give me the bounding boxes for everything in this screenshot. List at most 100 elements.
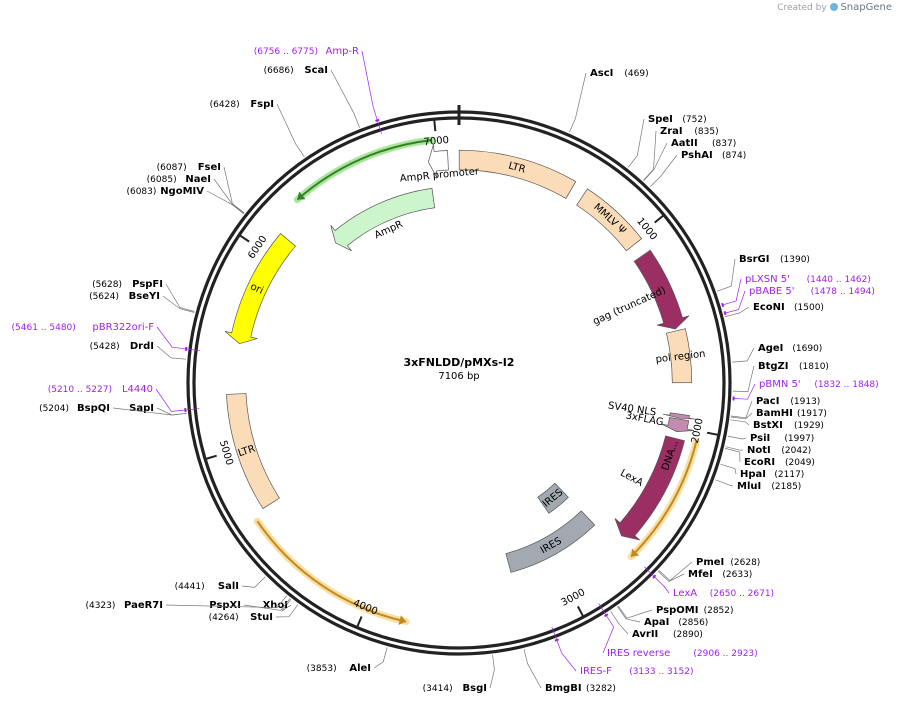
leader-line — [569, 72, 587, 133]
enzyme-site-asci[interactable]: AscI(469) — [569, 68, 649, 133]
enzyme-position: (2185) — [771, 482, 801, 492]
enzyme-site-econi[interactable]: EcoNI(1500) — [724, 302, 824, 318]
leader-line — [644, 566, 670, 594]
enzyme-position: (2049) — [785, 458, 815, 468]
enzyme-site-alei[interactable]: AleI(3853) — [307, 647, 388, 674]
primer-ires-f[interactable]: IRES-F(3133 .. 3152) — [551, 626, 694, 677]
feature-ampr[interactable]: AmpR — [330, 187, 436, 252]
enzyme-position: (752) — [682, 115, 706, 125]
enzyme-site-drdi[interactable]: DrdI(5428) — [90, 341, 187, 360]
enzyme-name: ScaI — [304, 65, 328, 76]
feature-ori-label: ori — [248, 281, 264, 296]
orf-bottom-arrowhead — [398, 615, 407, 625]
enzyme-site-aatii[interactable]: AatII (837) — [643, 138, 736, 181]
leader-line — [723, 290, 746, 314]
enzyme-position: (874) — [722, 151, 746, 161]
enzyme-site-xhoi[interactable]: XhoI — [263, 599, 292, 612]
enzyme-site-noti[interactable]: NotI(2042) — [725, 445, 812, 456]
leader-line — [617, 606, 641, 623]
enzyme-site-pmei[interactable]: PmeI(2628) — [658, 557, 760, 582]
enzyme-site-avrii[interactable]: AvrII(2890) — [610, 611, 703, 640]
feature-pol-region[interactable]: pol region — [655, 328, 706, 384]
enzyme-position: (6083) — [126, 187, 156, 197]
feature-ltr-right[interactable]: LTR — [226, 393, 280, 510]
tick-label-2000: 2000 — [690, 417, 706, 444]
enzyme-site-spei[interactable]: SpeI(752) — [627, 114, 707, 168]
enzyme-site-fspi[interactable]: FspI(6428) — [210, 99, 305, 157]
tick-label-4000: 4000 — [351, 598, 379, 618]
enzyme-position: (1810) — [799, 362, 829, 372]
enzyme-site-mfei[interactable]: MfeI(2633) — [657, 569, 752, 582]
primer-ires-reverse[interactable]: IRES reverse(2906 .. 2923) — [598, 603, 758, 659]
feature-gag-truncated[interactable]: gag (truncated) — [591, 249, 690, 330]
enzyme-site-btgzi[interactable]: BtgZI(1810) — [732, 361, 829, 392]
label-layer: AscI(469)SpeI(752)ZraI(835)AatII (837)Psh… — [12, 46, 879, 694]
enzyme-site-pspfi[interactable]: PspFI(5628) — [92, 279, 195, 312]
primer-pbr322ori-f[interactable]: pBR322ori-F(5461 .. 5480) — [12, 322, 201, 352]
enzyme-site-scai[interactable]: ScaI(6686) — [264, 65, 360, 128]
enzyme-position: (1929) — [794, 421, 824, 431]
feature-ori[interactable]: ori — [224, 233, 296, 345]
enzyme-site-zrai[interactable]: ZraI(835) — [643, 126, 719, 181]
leader-line — [727, 435, 747, 440]
enzyme-site-fsei[interactable]: FseI(6087) — [157, 162, 245, 214]
primer-amp-r[interactable]: Amp-R(6756 .. 6775) — [254, 46, 382, 134]
feature-ires-inner[interactable]: IRES — [537, 482, 569, 514]
primer-pbabe-5[interactable]: pBABE 5'(1478 .. 1494) — [723, 286, 875, 316]
enzyme-site-hpai[interactable]: HpaI(2117) — [720, 463, 805, 480]
enzyme-site-psii[interactable]: PsiI(1997) — [727, 433, 815, 444]
backbone-outer-ring — [186, 110, 732, 656]
feature-ltr-shape — [458, 149, 577, 199]
enzyme-name: AatII — [671, 138, 698, 149]
primer-pbmn-5[interactable]: pBMN 5'(1832 .. 1848) — [732, 379, 879, 401]
enzyme-site-bmgbi[interactable]: BmgBI(3282) — [523, 649, 616, 694]
enzyme-site-stui[interactable]: StuI(4264) — [209, 604, 299, 623]
leader-line — [732, 365, 755, 392]
enzyme-site-sali[interactable]: SalI(4441) — [175, 576, 266, 592]
enzyme-site-naei[interactable]: NaeI(6085) — [147, 174, 245, 214]
leader-line — [617, 605, 653, 619]
enzyme-position: (2852) — [704, 606, 734, 616]
enzyme-site-agei[interactable]: AgeI(1690) — [732, 343, 822, 363]
enzyme-name: SapI — [129, 403, 154, 414]
enzyme-position: (469) — [624, 69, 648, 79]
primer-name: pBMN 5' — [759, 379, 801, 390]
feature-ltr[interactable]: LTR — [458, 149, 577, 199]
enzyme-site-ngomiv[interactable]: NgoMIV (6083) — [126, 186, 244, 214]
primer-l4440[interactable]: L4440(5210 .. 5227) — [48, 384, 200, 413]
enzyme-site-paer7i[interactable]: PaeR7I(4323) — [85, 595, 287, 611]
enzyme-site-bseyi[interactable]: BseYI(5624) — [89, 291, 195, 313]
enzyme-site-ecori[interactable]: EcoRI(2049) — [725, 448, 815, 468]
enzyme-name: PsiI — [750, 433, 770, 444]
primer-plxsn-5[interactable]: pLXSN 5'(1440 .. 1462) — [721, 274, 871, 308]
enzyme-name: NgoMIV — [160, 186, 204, 197]
enzyme-site-apai[interactable]: ApaI(2856) — [617, 606, 708, 628]
enzyme-site-mlui[interactable]: MluI(2185) — [715, 479, 801, 492]
enzyme-position: (2117) — [774, 470, 804, 480]
primer-marker — [554, 638, 559, 642]
enzyme-site-paci[interactable]: PacI(1913) — [730, 396, 820, 419]
enzyme-site-bsgi[interactable]: BsgI(3414) — [423, 654, 495, 694]
backbone-inner-ring — [192, 116, 726, 650]
backbone-circle — [186, 105, 732, 656]
enzyme-position: (1390) — [780, 255, 810, 265]
enzyme-site-pspomi[interactable]: PspOMI(2852) — [617, 605, 734, 619]
primer-position: (2906 .. 2923) — [693, 649, 757, 659]
orf-green-arrowhead — [297, 191, 306, 200]
leader-line — [650, 154, 678, 188]
feature-ires-outer[interactable]: IRES — [505, 510, 596, 573]
primer-lexa[interactable]: LexA(2650 .. 2671) — [644, 566, 774, 599]
feature-mmlv-psi[interactable]: MMLV Ψ — [576, 188, 643, 252]
feature-3xflag[interactable]: 3xFLAG — [625, 410, 694, 432]
enzyme-site-bspqi[interactable]: BspQI(5204) — [39, 403, 187, 416]
enzyme-site-pshai[interactable]: PshAI(874) — [650, 150, 746, 188]
leader-line — [156, 345, 187, 360]
orf-layer — [253, 136, 700, 626]
enzyme-site-bstxi[interactable]: BstXI(1929) — [730, 419, 824, 431]
enzyme-name: BseYI — [129, 291, 160, 302]
enzyme-position: (837) — [712, 139, 736, 149]
enzyme-site-bsrgi[interactable]: BsrGI(1390) — [717, 254, 810, 292]
feature-gag-truncated-shape — [633, 249, 690, 330]
enzyme-site-bamhi[interactable]: BamHI(1917) — [730, 408, 827, 420]
enzyme-position: (1690) — [792, 344, 822, 354]
